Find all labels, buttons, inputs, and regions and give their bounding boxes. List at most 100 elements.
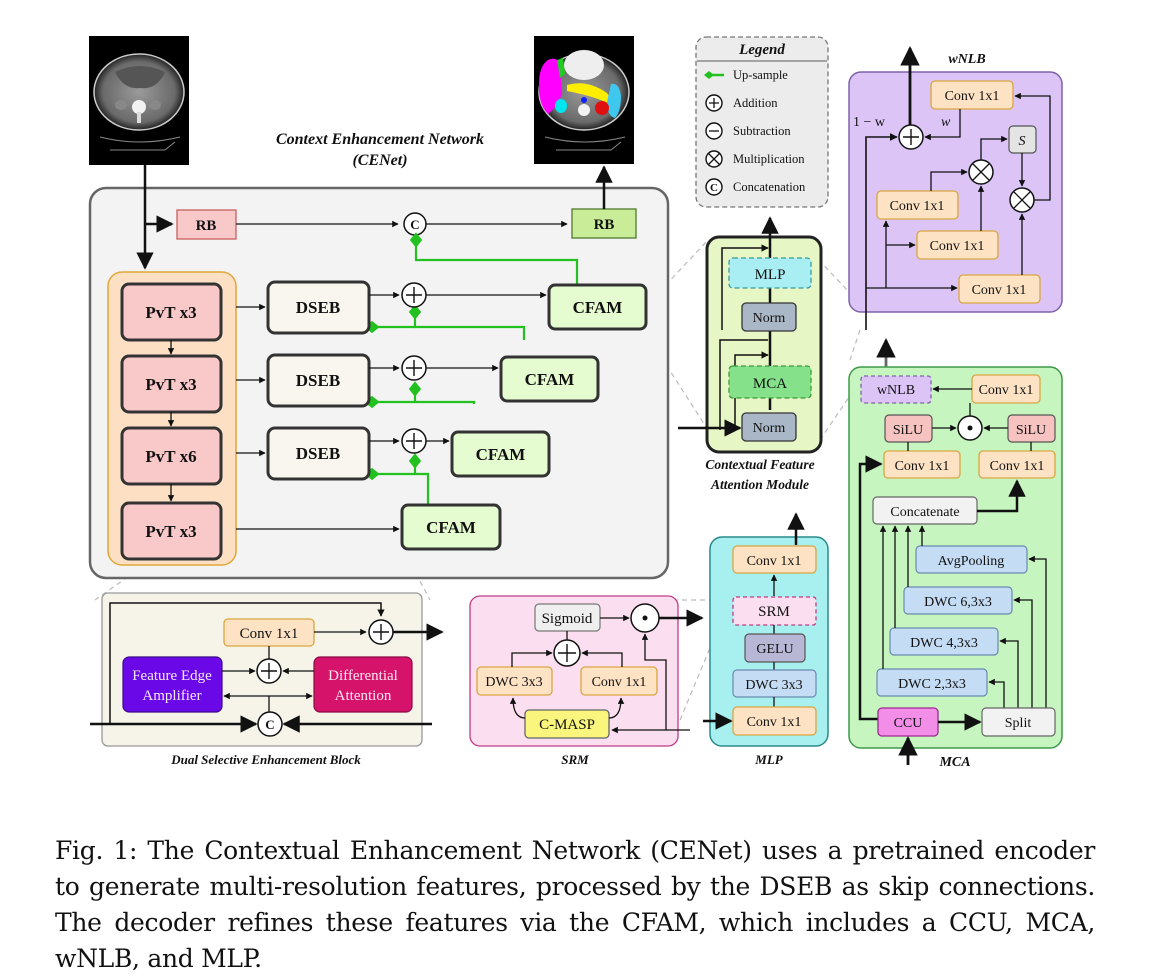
encoder-pvt-label: PvT x3 (145, 303, 196, 322)
dseb-label: DSEB (296, 444, 340, 463)
encoder-pvt-block: PvT x3 (120, 282, 223, 355)
mca-conv-left-block (883, 450, 961, 479)
mca-ccu-label: CCU (894, 716, 923, 731)
skip-row: DSEB (236, 426, 450, 481)
mlp-conv-top-block (732, 545, 817, 574)
figure-caption: Fig. 1: The Contextual Enhancement Netwo… (55, 836, 1095, 973)
mlp-conv-bottom-label: Conv 1x1 (747, 715, 802, 730)
legend-item: Subtraction (705, 122, 791, 140)
skip-row: DSEB (236, 280, 547, 335)
skip-row: DSEB (236, 353, 499, 408)
mca-dwc2-block (876, 668, 988, 697)
cfam-label: CFAM (476, 445, 526, 464)
srm-dwc-label: DWC 3x3 (485, 675, 542, 690)
mlp-title: MLP (754, 752, 784, 767)
mca-silu-left-label: SiLU (893, 423, 923, 438)
dseb-block (266, 426, 371, 481)
wnlb-weight-right: w (941, 115, 951, 130)
legend-label: Up-sample (733, 68, 788, 82)
mca-conv-top-label: Conv 1x1 (979, 383, 1034, 398)
dseb-conv-label: Conv 1x1 (240, 626, 299, 642)
legend-label: Multiplication (733, 152, 805, 166)
mca-conv-right-label: Conv 1x1 (990, 459, 1045, 474)
cenet-title-line1: Context Enhancement Network (276, 131, 484, 148)
mca-split-block (981, 707, 1056, 737)
mca-wnlb-block (860, 375, 932, 404)
wnlb-conv-left-label: Conv 1x1 (890, 199, 945, 214)
wnlb-conv-top-block (930, 80, 1014, 110)
dseb-block (266, 280, 371, 335)
cfam-block: CFAM (547, 283, 648, 331)
mca-dwc4-block (889, 627, 999, 656)
subtraction-icon (705, 122, 723, 140)
legend-label: Concatenation (733, 180, 806, 194)
legend-box (695, 36, 829, 208)
input-ct-image (89, 36, 189, 165)
mlp-srm-block (732, 596, 817, 626)
mca-wnlb-label: wNLB (877, 383, 915, 398)
mca-dwc6-block (903, 586, 1013, 615)
dseb-block-title: Dual Selective Enhancement Block (170, 752, 361, 767)
differential-attention-block (313, 656, 413, 713)
rb-right-label: RB (594, 217, 615, 233)
encoder-container (107, 271, 237, 566)
mlp-conv-top-label: Conv 1x1 (747, 554, 802, 569)
legend-item: Multiplication (705, 150, 805, 168)
cfam-norm-top-block (741, 302, 797, 332)
cfam-norm-bottom-label: Norm (753, 421, 786, 436)
wnlb-conv-bottom-block (958, 274, 1041, 304)
legend-label: Subtraction (733, 124, 791, 138)
mca-dwc4-label: DWC 4,3x3 (910, 636, 978, 651)
legend-item: Addition (705, 94, 778, 112)
cenet-title-line2: (CENet) (352, 152, 407, 169)
wnlb-conv-mid-label: Conv 1x1 (930, 239, 985, 254)
cfam-label: CFAM (426, 518, 476, 537)
legend-label: Addition (733, 96, 778, 110)
cfam-mlp-label: MLP (755, 267, 786, 283)
wnlb-softmax-label: S (1019, 134, 1026, 149)
cfam-norm-bottom-block (741, 412, 797, 442)
srm-title: SRM (561, 752, 589, 767)
srm-container (469, 595, 679, 747)
cfam-module-title-line1: Contextual Feature (705, 457, 814, 472)
encoder-pvt-label: PvT x3 (145, 522, 196, 541)
output-segmentation-image (534, 36, 634, 164)
addition-icon (705, 94, 723, 112)
feature-edge-amplifier-block (122, 656, 223, 713)
srm-conv-block (580, 666, 658, 696)
concatenation-icon: C (705, 178, 723, 196)
cfam-label: CFAM (573, 298, 623, 317)
dseb-concatenation-icon (257, 711, 283, 737)
mlp-dwc-label: DWC 3x3 (745, 678, 802, 693)
dseb-label: DSEB (296, 371, 340, 390)
cfam-block: CFAM (400, 503, 502, 551)
mca-split-label: Split (1005, 716, 1032, 731)
architecture-diagram: Context Enhancement Network (CENet) RB C… (88, 36, 1063, 770)
wnlb-conv-top-label: Conv 1x1 (945, 89, 1000, 104)
cfam-mlp-block (728, 257, 812, 289)
cfam-block: CFAM (499, 355, 600, 403)
mca-silu-right-label: SiLU (1016, 423, 1046, 438)
wnlb-conv-mid-block (916, 230, 999, 260)
upsample-arrow-icon (704, 71, 724, 79)
cfam-norm-top-label: Norm (753, 311, 786, 326)
mca-avgpooling-block (915, 545, 1028, 574)
srm-dwc-block (476, 666, 553, 696)
svg-text:C: C (710, 182, 718, 194)
da-label-line1: Differential (328, 668, 398, 684)
mlp-gelu-block (744, 633, 806, 663)
mca-concatenate-label: Concatenate (890, 505, 959, 520)
fea-label-line2: Amplifier (142, 688, 201, 704)
wnlb-conv-bottom-label: Conv 1x1 (972, 283, 1027, 298)
multiplication-icon (705, 150, 723, 168)
encoder-pvt-block: PvT x6 (120, 426, 223, 502)
dseb-label: DSEB (296, 298, 340, 317)
dseb-concat-symbol: C (265, 717, 274, 732)
rb-right-block (571, 208, 637, 239)
wnlb-conv-left-block (876, 190, 959, 220)
cfam-mca-label: MCA (753, 376, 787, 392)
cfam-module-title-line2: Attention Module (710, 477, 809, 492)
wnlb-weight-left: 1 − w (853, 115, 886, 130)
da-label-line2: Attention (335, 688, 392, 704)
srm-cmasp-block (524, 709, 610, 739)
